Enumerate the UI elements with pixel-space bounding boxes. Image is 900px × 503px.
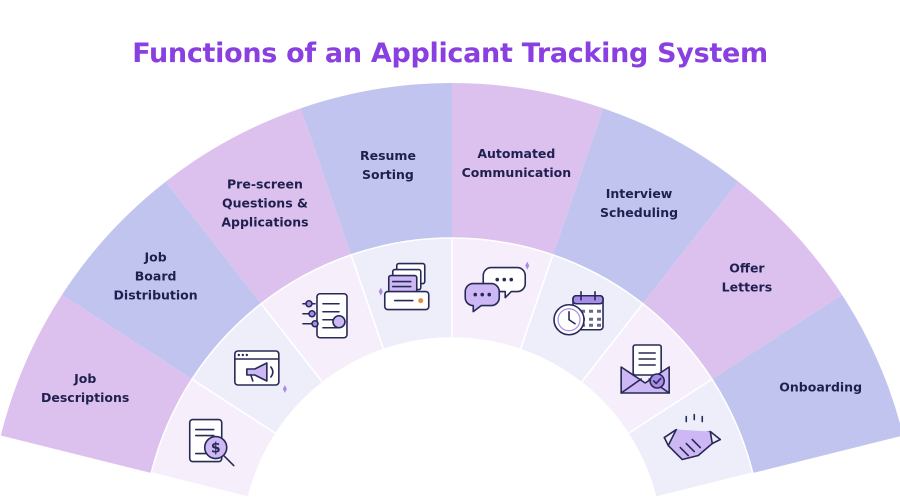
form-checklist-icon	[302, 292, 348, 339]
function-label-line: Board	[135, 268, 177, 283]
clock-calendar-icon	[553, 290, 604, 336]
handshake-icon	[663, 413, 722, 461]
function-label-line: Automated	[477, 146, 555, 161]
function-label-line: Resume	[360, 148, 416, 163]
browser-megaphone-icon	[234, 350, 287, 393]
function-label-line: Scheduling	[600, 205, 678, 220]
function-label: Onboarding	[779, 380, 862, 395]
outer-segment	[642, 181, 842, 380]
document-tray-icon	[378, 262, 430, 311]
function-label-line: Letters	[722, 279, 772, 294]
outer-segment	[62, 181, 262, 380]
envelope-letter-icon	[620, 344, 670, 394]
function-label-line: Sorting	[362, 167, 414, 182]
svg-text:$: $	[211, 441, 221, 457]
dollar-document-magnifier-icon: $	[188, 418, 235, 467]
function-label-line: Job	[144, 249, 167, 264]
function-label-line: Pre-screen	[227, 177, 303, 192]
function-label-line: Job	[73, 371, 96, 386]
bottom-edge	[0, 501, 900, 503]
function-label-line: Applications	[221, 215, 308, 230]
chat-bubbles-icon	[464, 261, 530, 313]
function-label-line: Communication	[462, 165, 572, 180]
function-label-line: Questions &	[222, 196, 308, 211]
function-label-line: Interview	[606, 186, 673, 201]
outer-segment	[711, 294, 900, 474]
diagram-title: Functions of an Applicant Tracking Syste…	[132, 38, 768, 69]
outer-segment	[300, 83, 452, 255]
outer-segment	[452, 83, 604, 255]
outer-segment	[552, 108, 739, 304]
outer-segment	[165, 108, 352, 304]
function-label-line: Onboarding	[779, 380, 862, 395]
function-label-line: Descriptions	[41, 390, 129, 405]
outer-segment	[0, 294, 193, 474]
function-label-line: Distribution	[114, 287, 198, 302]
function-label-line: Offer	[729, 260, 765, 275]
